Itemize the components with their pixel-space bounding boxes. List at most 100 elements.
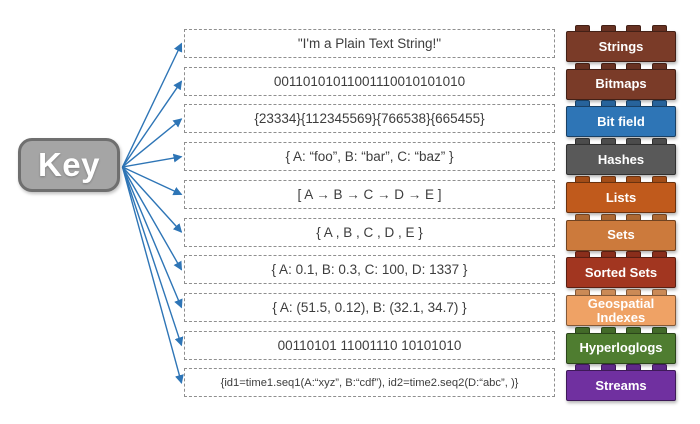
key-label: Key [37,146,101,183]
type-label: Sorted Sets [584,264,658,280]
brick-body: Bit field [566,106,676,138]
value-box-hashes: { A: “foo”, B: “bar”, C: “baz” } [184,142,555,172]
brick-stud [600,364,616,373]
value-box-lists: [ A → B → C → D → E ] [184,179,555,209]
brick-stud [575,175,590,184]
brick-stud [626,289,642,298]
brick-body: Sets [566,219,676,251]
type-brick-sorted-sets: Sorted Sets [566,251,676,289]
brick-stud [575,213,590,222]
type-brick-geospatial-indexes: Geospatial Indexes [566,289,676,327]
brick-stud [626,364,642,373]
key-arrow [122,153,183,168]
value-text: {23334}{112345569}{766538}{665455} [254,111,485,127]
brick-stud [600,175,616,184]
brick-stud [626,251,642,260]
type-label: Streams [595,378,647,394]
brick-body: Hyperloglogs [566,332,676,364]
value-box-hyperloglogs: 00110101 11001110 10101010 [184,330,555,360]
brick-stud [575,62,590,71]
type-brick-lists: Lists [566,175,676,213]
brick-studs [566,289,676,298]
brick-stud [626,100,642,109]
value-text: { A: 0.1, B: 0.3, C: 100, D: 1337 } [271,262,468,278]
brick-stud [600,62,616,71]
brick-studs [566,213,676,222]
key-arrow [121,166,184,384]
brick-stud [575,326,590,335]
type-label: Sets [607,227,635,243]
type-label: Strings [598,38,644,54]
brick-body: Hashes [566,144,676,176]
brick-stud [600,289,616,298]
brick-studs [566,62,676,71]
brick-stud [626,213,642,222]
value-text: "I'm a Plain Text String!" [297,36,442,51]
brick-stud [575,100,590,109]
brick-studs [566,138,676,147]
type-label: Lists [605,189,637,205]
value-text: 00110101 11001110 10101010 [277,337,462,353]
key-arrow [121,166,183,271]
type-label: Bit field [597,114,645,130]
value-box-geospatial-indexes: { A: (51.5, 0.12), B: (32.1, 34.7) } [184,293,555,323]
key-node: Key [18,138,120,192]
key-arrow [121,80,183,168]
key-arrow [121,166,183,233]
key-arrow [122,118,183,168]
brick-body: Sorted Sets [566,257,676,289]
brick-studs [566,25,676,33]
key-arrow [121,166,184,347]
brick-stud [651,62,667,71]
value-box-bit-field: {23334}{112345569}{766538}{665455} [184,104,555,134]
brick-stud [600,138,616,147]
key-arrow [122,166,183,196]
brick-stud [600,100,616,109]
brick-studs [566,251,676,260]
key-arrow [121,42,183,168]
brick-stud [600,251,616,260]
brick-stud [575,138,590,147]
value-box-bitmaps: 00110101011001110010101010 [184,66,555,96]
type-brick-streams: Streams [566,364,676,402]
type-label: Hyperloglogs [579,340,663,356]
type-brick-bit-field: Bit field [566,100,676,138]
brick-stud [600,25,616,33]
brick-stud [575,251,590,260]
type-brick-hyperloglogs: Hyperloglogs [566,326,676,364]
brick-stud [626,138,642,147]
brick-stud [651,25,667,33]
brick-stud [600,326,616,335]
brick-stud [575,364,590,373]
brick-stud [651,326,667,335]
brick-studs [566,364,676,373]
brick-stud [575,289,590,298]
brick-stud [651,289,667,298]
type-brick-bitmaps: Bitmaps [566,62,676,100]
value-text: { A: “foo”, B: “bar”, C: “baz” } [285,149,454,165]
brick-body: Lists [566,181,676,213]
brick-studs [566,100,676,109]
brick-stud [651,364,667,373]
type-label: Bitmaps [595,76,647,92]
type-brick-strings: Strings [566,25,676,62]
brick-stud [600,213,616,222]
brick-studs [566,326,676,335]
brick-stud [651,138,667,147]
value-box-sorted-sets: { A: 0.1, B: 0.3, C: 100, D: 1337 } [184,255,555,285]
brick-stud [651,251,667,260]
value-text: 00110101011001110010101010 [273,73,466,89]
brick-body: Streams [566,370,676,402]
brick-stud [626,175,642,184]
brick-stud [626,62,642,71]
brick-body: Strings [566,31,676,62]
type-brick-hashes: Hashes [566,138,676,176]
value-box-sets: { A , B , C , D , E } [184,217,555,247]
brick-stud [651,175,667,184]
brick-stud [575,25,590,33]
brick-stud [626,25,642,33]
value-box-streams: {id1=time1.seq1(A:“xyz”, B:“cdf”), id2=t… [184,368,555,398]
value-text: {id1=time1.seq1(A:“xyz”, B:“cdf”), id2=t… [220,376,519,389]
key-arrow [121,166,183,309]
